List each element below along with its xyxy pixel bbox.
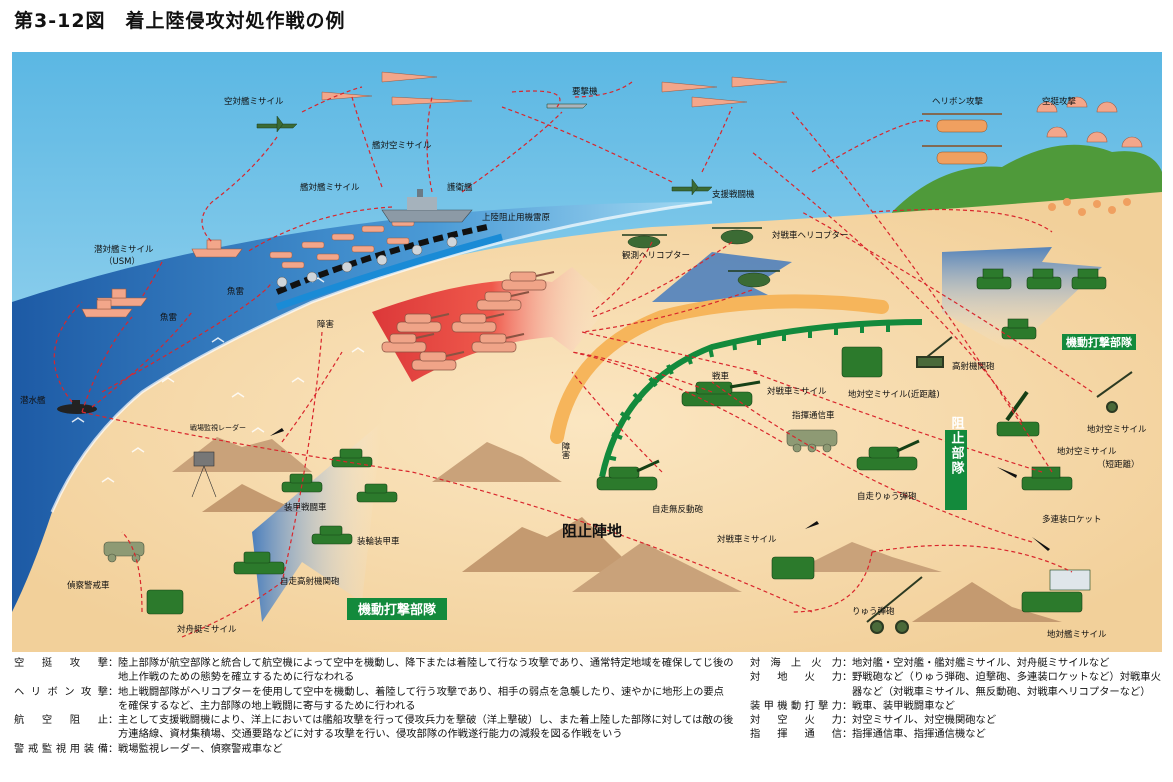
- sea: [12, 202, 712, 612]
- transport-helicopters: [922, 113, 1002, 165]
- block-position-arc: [599, 319, 923, 478]
- label-apc: 装甲戦闘車: [284, 502, 327, 513]
- mobile-strike-arrow-right: [942, 247, 1102, 352]
- label-anti-boat: 対舟艇ミサイル: [177, 624, 237, 635]
- label-support-fighter: 支援戦闘機: [712, 189, 755, 200]
- enemy-aircraft: [321, 71, 788, 108]
- label-heli-attack: ヘリボン攻撃: [932, 96, 984, 107]
- friendly-vehicles: [146, 268, 1107, 615]
- label-block-position: 阻止陣地: [562, 522, 622, 540]
- mobile-strike-arrow-left: [252, 422, 382, 622]
- operation-diagram: 機動打撃部隊 機動打撃部隊 阻止部隊 空対艦ミサイル 要撃機 艦対空ミサイル ヘ…: [12, 52, 1162, 652]
- label-tank: 戦車: [712, 371, 730, 382]
- landing-mine-line: [275, 224, 488, 295]
- label-sam-short: 地対空ミサイル(近距離): [848, 389, 940, 400]
- label-usm-sub: （USM）: [104, 256, 140, 267]
- parachutes: [1036, 96, 1143, 148]
- legend-right: 対海上火力：地対艦・空対艦・艦対艦ミサイル、対舟艇ミサイルなど 対地火力：野戦砲…: [750, 656, 1170, 742]
- shore-line: [50, 200, 713, 513]
- label-ship-missile-ground: 地対艦ミサイル: [1047, 629, 1107, 640]
- diagram-labels: 空対艦ミサイル 要撃機 艦対空ミサイル ヘリボン攻撃 空挺攻撃 艦対艦ミサイル …: [20, 86, 1147, 640]
- legend-row: 指揮通信：指揮通信車、指揮通信機など: [750, 728, 986, 741]
- label-usm: 潜対艦ミサイル: [94, 244, 154, 255]
- label-obstacle1: 障害: [317, 319, 334, 330]
- obstacle-blue-line: [275, 233, 503, 311]
- enemy-ships: [81, 239, 243, 318]
- label-at-heli: 対戦車ヘリコプター: [772, 230, 849, 241]
- landing-boats: [269, 213, 447, 269]
- label-recon: 偵察警戒車: [67, 580, 110, 591]
- label-aam: 空対艦ミサイル: [224, 96, 284, 107]
- label-cmd-vehicle: 指揮通信車: [792, 410, 835, 421]
- escort-ship: [381, 189, 473, 223]
- label-sam-mid2: 地対空ミサイル: [1057, 446, 1117, 457]
- label-mine: 魚雷: [160, 312, 177, 323]
- fire-trajectories: [53, 81, 1093, 638]
- label-sam-short2: （短距離）: [1097, 459, 1140, 470]
- label-obstacle2: 障害: [560, 441, 570, 460]
- heli-arrow: [652, 252, 792, 302]
- label-battle-radar: 戦場監視レーダー: [190, 423, 246, 432]
- label-sp-aa-gun: 自走高射機関砲: [280, 576, 340, 587]
- block-unit-tag-text: 阻止部隊: [949, 416, 965, 476]
- legend-row: 対空火力：対空ミサイル、対空機関砲など: [750, 714, 997, 727]
- legend-row: ヘリボン攻撃：地上戦闘部隊がヘリコプターを使用して空中を機動し、着陸して行う攻撃…: [14, 685, 724, 712]
- label-aa-gun: 高射機関砲: [952, 361, 995, 372]
- label-airborne: 空挺攻撃: [1042, 96, 1077, 107]
- label-obs-heli: 観測ヘリコプター: [622, 250, 690, 261]
- submarine: [57, 400, 97, 414]
- mobile-strike-tag-a-text: 機動打撃部隊: [1066, 335, 1133, 349]
- label-escort: 護衛艦: [447, 182, 473, 193]
- radar-post: [191, 451, 217, 498]
- legend-row: 対海上火力：地対艦・空対艦・艦対艦ミサイル、対舟艇ミサイルなど: [750, 657, 1110, 669]
- label-sam-mid: 地対空ミサイル: [1087, 424, 1147, 435]
- label-interceptor: 要撃機: [572, 86, 598, 97]
- legend-row: 警戒監視用装備：戦場監視レーダー、偵察警戒車など: [14, 742, 283, 755]
- label-mlrs: 多連装ロケット: [1042, 514, 1102, 525]
- legend-row: 対地火力：野戦砲など（りゅう弾砲、迫撃砲、多連装ロケットなど）対戦車火器など（対…: [750, 671, 1161, 698]
- legend: 空挺攻撃：陸上部隊が航空部隊と統合して航空機によって空中を機動し、降下または着陸…: [14, 656, 1164, 780]
- block-unit-tag: [945, 430, 967, 510]
- legend-row: 空挺攻撃：陸上部隊が航空部隊と統合して航空機によって空中を機動し、降下または着陸…: [14, 657, 734, 684]
- mobile-strike-tag-b-text: 機動打撃部隊: [358, 602, 437, 618]
- label-howitzer: りゅう弾砲: [852, 606, 895, 617]
- label-torpedo: 魚雷: [227, 286, 244, 297]
- legend-row: 航空阻止：主として支援戦闘機により、洋上においては艦船攻撃を行って侵攻兵力を撃破…: [14, 714, 734, 741]
- label-sp-howitzer: 自走りゅう弾砲: [857, 491, 917, 502]
- label-at-missile2: 対戦車ミサイル: [717, 534, 777, 545]
- label-at-missile1: 対戦車ミサイル: [767, 386, 827, 397]
- label-wheeled-apc: 装輪装甲車: [357, 536, 400, 547]
- sea-mines: [276, 236, 458, 288]
- artillery: [866, 336, 1133, 634]
- legend-row: 装甲機動打撃力：戦車、装甲戦闘車など: [750, 699, 955, 712]
- helicopters: [622, 227, 780, 288]
- paratroopers: [1048, 198, 1131, 216]
- label-ssm-ship: 艦対艦ミサイル: [300, 182, 360, 193]
- enemy-tanks: [381, 271, 555, 371]
- mobile-strike-tag-a: [1062, 334, 1136, 350]
- label-landing-mine: 上陸阻止用機雷原: [482, 212, 550, 223]
- label-ship-sam: 艦対空ミサイル: [372, 140, 432, 151]
- label-recoilless: 自走無反動砲: [652, 504, 704, 515]
- missiles: [270, 428, 1050, 551]
- page-title: 第3-12図 着上陸侵攻対処作戦の例: [14, 10, 346, 32]
- mobile-strike-tag-b: [347, 598, 447, 620]
- legend-left: 空挺攻撃：陸上部隊が航空部隊と統合して航空機によって空中を機動し、降下または着陸…: [14, 656, 734, 756]
- label-submarine: 潜水艦: [20, 395, 46, 406]
